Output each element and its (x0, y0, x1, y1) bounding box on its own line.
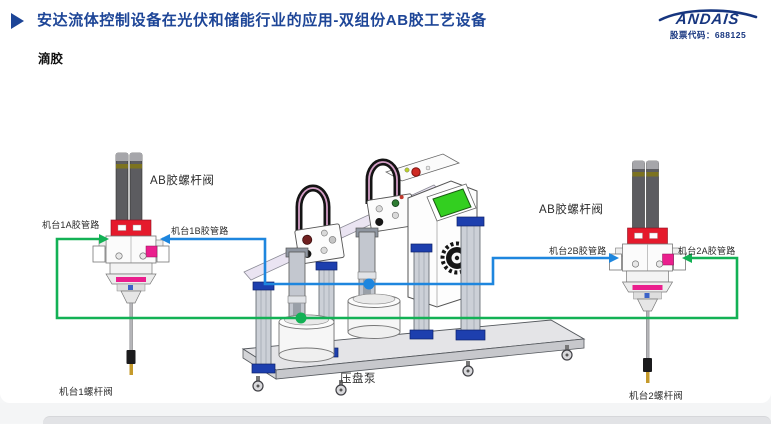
glue-drum-2 (347, 293, 401, 339)
section-label: 滴胶 (38, 52, 64, 66)
page-footer-gap (0, 403, 771, 424)
label-platen-pump: 压盘泵 (340, 373, 376, 385)
b-glue-junction-dot (363, 278, 375, 290)
logo-swoosh-icon (658, 9, 758, 22)
label-line-2a: 机台2A胶管路 (678, 246, 736, 256)
arrow-into-valve2-a-port (682, 253, 692, 263)
valve-pink-port (145, 245, 158, 258)
play-triangle-icon (11, 13, 24, 29)
pump-ram-2 (355, 227, 379, 301)
pump-top-bracket (384, 153, 461, 182)
indicator-dot (404, 167, 410, 173)
arrow-into-valve1-a-port (99, 234, 109, 244)
a-glue-junction-dot (295, 312, 307, 324)
valve-nozzle-tip (129, 364, 133, 375)
label-line-1b: 机台1B胶管路 (171, 226, 229, 236)
label-left-valve-title: AB胶螺杆阀 (150, 175, 215, 187)
pump-ram-1 (285, 247, 309, 323)
valve-needle (129, 302, 133, 353)
b-glue-line (160, 234, 619, 290)
label-line-1a: 机台1A胶管路 (42, 220, 100, 230)
stock-code: 股票代码：688125 (669, 30, 747, 40)
platen-pump (241, 153, 586, 396)
energy-chain-2 (365, 158, 401, 204)
cabinet-screen (432, 188, 472, 218)
pump-control-box-2 (366, 193, 417, 233)
energy-chain-1 (295, 184, 331, 233)
emergency-stop-button (411, 167, 421, 177)
right-screw-valve (609, 160, 686, 384)
glue-drum-1 (278, 314, 335, 363)
a-glue-line (55, 234, 739, 324)
label-valve1: 机台1螺杆阀 (59, 387, 113, 398)
company-logo: ANDAIS 股票代码：688125 (652, 8, 764, 41)
window-edge-bar (43, 416, 771, 424)
arrow-into-valve2-b-port (609, 253, 619, 263)
slide: 安达流体控制设备在光伏和储能行业的应用-双组份AB胶工艺设备 ANDAIS 股票… (11, 8, 764, 402)
caster-wheels (252, 345, 573, 396)
arrow-into-valve1-b-port (160, 234, 170, 244)
label-right-valve-title: AB胶螺杆阀 (539, 204, 604, 216)
label-line-2b: 机台2B胶管路 (549, 246, 607, 256)
left-screw-valve (92, 152, 170, 375)
valve-red-band (110, 219, 152, 237)
label-valve2: 机台2螺杆阀 (629, 391, 683, 402)
page-title: 安达流体控制设备在光伏和储能行业的应用-双组份AB胶工艺设备 (37, 12, 487, 29)
